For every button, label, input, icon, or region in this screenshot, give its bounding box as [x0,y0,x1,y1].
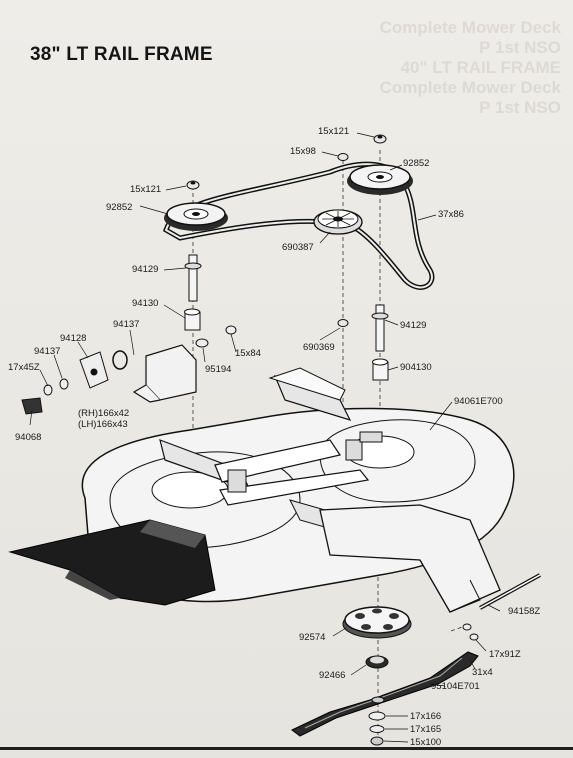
idler-pulley [313,209,363,235]
part-label: 94061E700 [454,396,503,407]
part-label: 94128 [60,333,86,344]
part-label: (RH)166x42 [78,408,129,419]
part-labels: 15x121 15x98 92852 15x121 92852 37x86 69… [8,126,540,748]
part-label: 15x121 [318,126,349,137]
part-label: 95194 [205,364,231,375]
washers [368,623,479,746]
part-label: 31x4 [472,667,493,678]
idler-bracket [132,344,197,403]
part-label: 15x98 [290,146,316,157]
part-label: 94137 [34,346,60,357]
part-label: 17x45Z [8,362,40,373]
discharge-chute [8,519,216,606]
part-label: 17x166 [410,711,441,722]
part-label: 94137 [113,319,139,330]
part-label: (LH)166x43 [78,419,128,430]
part-label: 92466 [319,670,345,681]
right-spindle [371,304,389,381]
part-label: 94068 [15,432,41,443]
ghost-line: Complete Mower Deck [379,78,561,97]
part-label: 17x91Z [489,649,521,660]
part-label: 690387 [282,242,314,253]
ghost-line: P 1st NSO [479,98,561,117]
bottom-rule [0,747,573,750]
blade-pulley [342,606,412,639]
part-label: 690369 [303,342,335,353]
bushing-parts [21,325,237,415]
part-label: 92852 [403,158,429,169]
mower-blade [291,651,479,737]
part-label: 15x121 [130,184,161,195]
leader-lines [29,132,501,743]
ghost-line: P 1st NSO [479,38,561,57]
left-pulley [164,202,228,231]
part-label: 17x165 [410,724,441,735]
right-pulley [347,164,413,195]
page-title: 38" LT RAIL FRAME [30,44,213,65]
part-label: 92852 [106,202,132,213]
ghost-line: Complete Mower Deck [379,18,561,37]
part-label: 95104E701 [431,681,480,692]
part-label: 15x100 [410,737,441,748]
part-label: 92574 [299,632,325,643]
part-label: 94129 [400,320,426,331]
part-label: 94158Z [508,606,540,617]
part-label: 37x86 [438,209,464,220]
bleed-through-text: Complete Mower Deck P 1st NSO 40" LT RAI… [321,18,561,118]
hex-nuts [186,134,387,327]
left-spindle [184,254,202,331]
part-label: 15x84 [235,348,261,359]
rod [479,573,541,610]
part-label: 94130 [132,298,158,309]
part-label: 94129 [132,264,158,275]
part-label: 904130 [400,362,432,373]
blade-hub [365,655,389,669]
ghost-line: 40" LT RAIL FRAME [400,58,561,77]
